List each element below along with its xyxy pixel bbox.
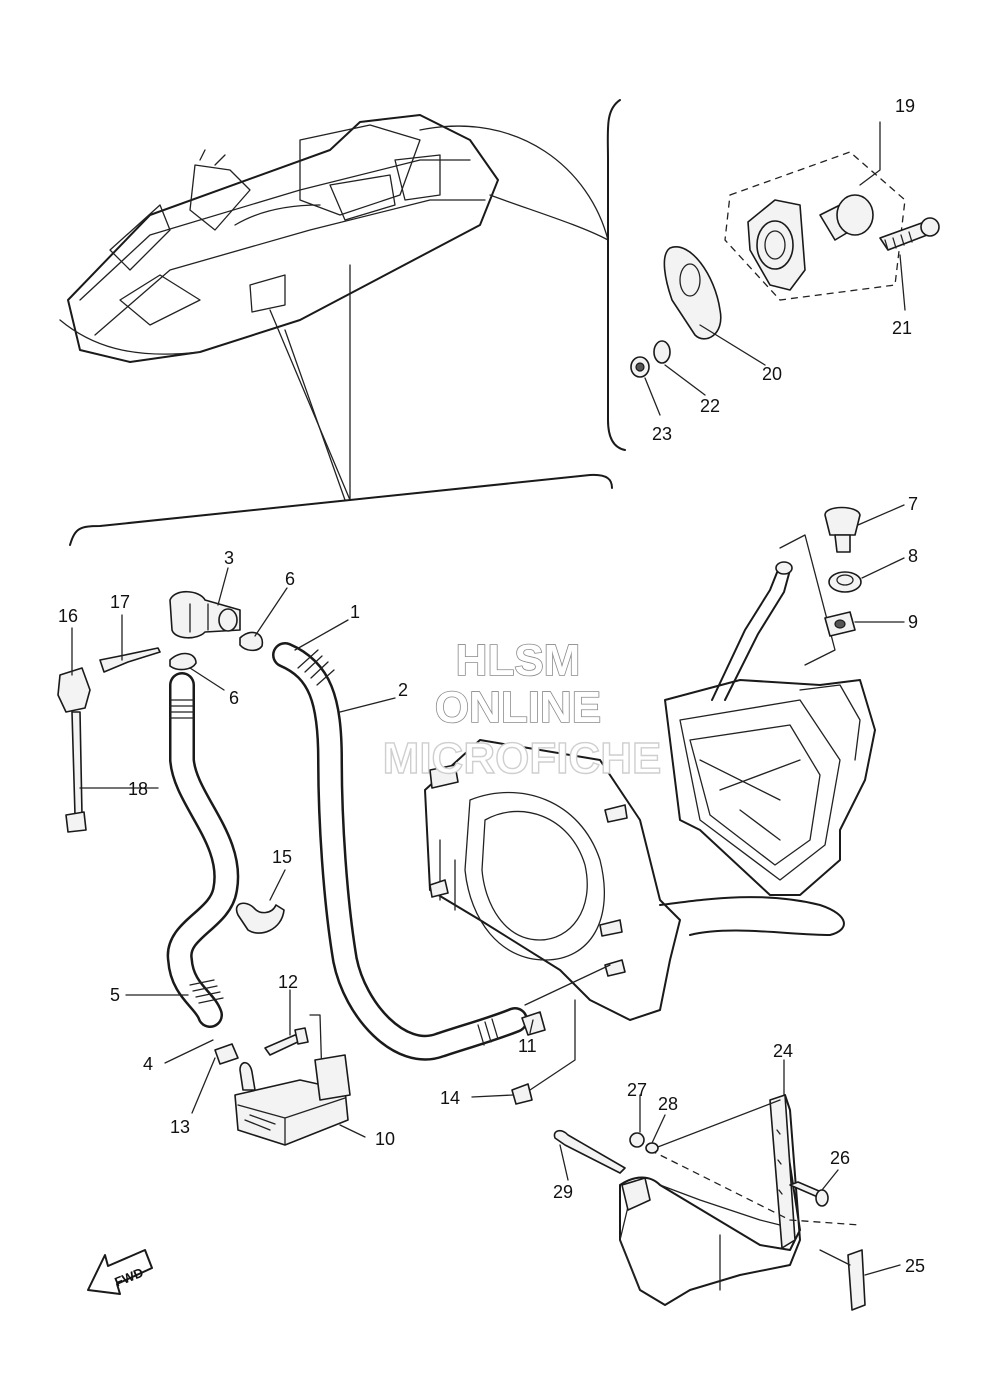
callout-2: 2 (398, 680, 408, 700)
watercraft-overview (59, 114, 499, 363)
callout-23: 23 (652, 424, 672, 444)
section-brackets (69, 99, 626, 546)
callout-21: 21 (892, 318, 912, 338)
callout-leaders (71, 504, 905, 1276)
callout-4: 4 (143, 1054, 153, 1074)
callout-9: 9 (908, 612, 918, 632)
clips-11-14 (511, 964, 611, 1105)
callout-11: 11 (518, 1036, 537, 1056)
drain-plug-assembly (630, 121, 940, 416)
watermark-line2: ONLINE (435, 683, 601, 732)
callout-10: 10 (375, 1129, 395, 1149)
callout-26: 26 (830, 1148, 850, 1168)
watermark-line1: HLSM (456, 636, 581, 685)
callout-18: 18 (128, 779, 148, 799)
callout-20: 20 (762, 364, 782, 384)
callout-6b: 6 (229, 688, 239, 708)
callout-15: 15 (272, 847, 292, 867)
plug-parts-7-8-9 (824, 506, 862, 637)
callout-14: 14 (440, 1088, 460, 1108)
jet-pump-housing (424, 534, 876, 1021)
callout-19: 19 (895, 96, 915, 116)
fitting-and-clamps (169, 590, 264, 671)
callout-16: 16 (58, 606, 78, 626)
watermark: HLSM ONLINE MICROFICHE (382, 635, 662, 784)
callout-5: 5 (110, 985, 120, 1005)
watermark-line3: MICROFICHE (383, 734, 662, 783)
fwd-label: FWD (112, 1265, 145, 1290)
cover-assembly (553, 1094, 866, 1311)
callout-25: 25 (905, 1256, 925, 1276)
hoses (166, 642, 528, 1061)
callout-8: 8 (908, 546, 918, 566)
callout-27: 27 (627, 1080, 647, 1100)
callout-29: 29 (553, 1182, 573, 1202)
callout-12: 12 (278, 972, 298, 992)
callout-28: 28 (658, 1094, 678, 1114)
fwd-arrow: FWD (87, 1249, 153, 1295)
callout-7: 7 (908, 494, 918, 514)
callout-3: 3 (224, 548, 234, 568)
part-15 (235, 902, 285, 934)
callout-17: 17 (110, 592, 130, 612)
callout-numbers: 1 2 3 6 6 7 8 9 10 11 12 13 14 15 16 17 … (58, 96, 925, 1276)
callout-6a: 6 (285, 569, 295, 589)
callout-24: 24 (773, 1041, 793, 1061)
callout-13: 13 (170, 1117, 190, 1137)
left-accessories (57, 647, 161, 833)
callout-1: 1 (350, 602, 360, 622)
overview-leader-lines (269, 125, 609, 501)
lower-left-parts (214, 1014, 351, 1146)
callout-22: 22 (700, 396, 720, 416)
